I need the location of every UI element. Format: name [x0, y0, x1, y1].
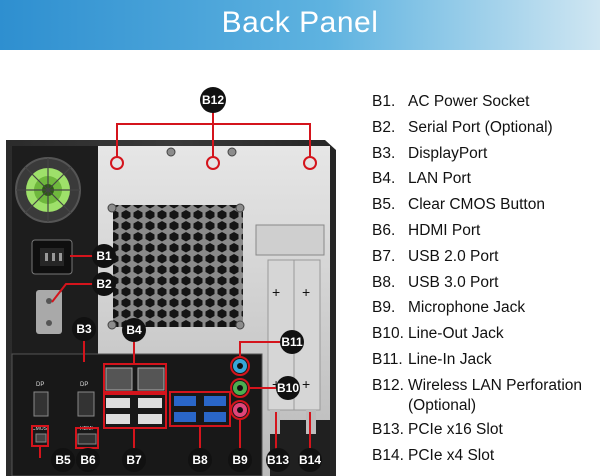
callout-b10: B10	[276, 376, 300, 400]
svg-text:+: +	[272, 376, 280, 392]
legend-item-b7: B7. USB 2.0 Port	[372, 247, 600, 267]
legend-text: Line-In Jack	[408, 350, 492, 368]
legend-code: B11.	[372, 350, 403, 368]
legend-text: Clear CMOS Button	[408, 196, 545, 214]
svg-text:B5: B5	[55, 453, 71, 467]
callout-b1: B1	[92, 244, 116, 268]
legend-item-b4: B4. LAN Port	[372, 169, 600, 189]
legend-item-b8: B8. USB 3.0 Port	[372, 273, 600, 293]
callouts: B12 B1 B2 B3 B4 B11 B10 B5 B6 B7 B8 B9 B…	[51, 87, 322, 472]
legend-text: HDMI Port	[408, 221, 481, 239]
dp-label-right: DP	[80, 382, 88, 388]
ventilation-grille	[113, 205, 243, 327]
legend-item-b11: B11. Line-In Jack	[372, 350, 600, 370]
legend-item-b13: B13. PCIe x16 Slot	[372, 420, 600, 440]
svg-text:B4: B4	[126, 323, 142, 337]
svg-text:B1: B1	[96, 249, 112, 263]
callout-b8: B8	[188, 448, 212, 472]
legend-item-b12: B12. Wireless LAN Perforation (Optional)	[372, 376, 600, 416]
svg-text:B14: B14	[299, 453, 321, 467]
leader-lines	[31, 112, 317, 458]
legend-code: B4.	[372, 170, 396, 188]
callout-b3: B3	[72, 317, 96, 341]
legend-code: B13.	[372, 420, 404, 438]
svg-text:B7: B7	[126, 453, 142, 467]
title-banner: Back Panel	[0, 0, 600, 50]
legend-text: Microphone Jack	[408, 299, 526, 317]
back-panel-diagram: + + + + DP DP CMOS HDMI	[6, 87, 336, 476]
svg-text:B13: B13	[267, 453, 289, 467]
legend-code: B5.	[372, 196, 396, 214]
svg-text:B8: B8	[192, 453, 208, 467]
legend-code: B2.	[372, 118, 396, 136]
legend-text: PCIe x4 Slot	[408, 446, 495, 464]
svg-text:B6: B6	[80, 453, 96, 467]
psu-fan	[15, 157, 81, 223]
legend-code: B3.	[372, 144, 396, 162]
svg-text:+: +	[302, 284, 310, 300]
callout-b4: B4	[122, 318, 146, 342]
legend-item-b3: B3. DisplayPort	[372, 144, 600, 164]
svg-text:B2: B2	[96, 277, 112, 291]
legend-text: USB 3.0 Port	[408, 273, 499, 291]
legend-item-b6: B6. HDMI Port	[372, 221, 600, 241]
legend-text: Serial Port (Optional)	[408, 118, 553, 136]
legend-code: B10.	[372, 325, 404, 343]
svg-text:B9: B9	[232, 453, 248, 467]
legend-code: B14.	[372, 446, 404, 464]
cmos-label: CMOS	[32, 426, 48, 432]
svg-text:+: +	[302, 376, 310, 392]
callout-b11: B11	[280, 330, 304, 354]
legend-code: B7.	[372, 247, 396, 265]
legend-code: B12.	[372, 376, 404, 394]
serial-port-knockout	[36, 290, 62, 334]
callout-b12: B12	[200, 87, 226, 113]
legend-code: B8.	[372, 273, 396, 291]
legend-item-b14: B14. PCIe x4 Slot	[372, 446, 600, 466]
legend-code: B1.	[372, 93, 396, 110]
legend-item-b10: B10. Line-Out Jack	[372, 324, 600, 344]
svg-text:B12: B12	[202, 93, 224, 107]
legend-item-b1: B1. AC Power Socket	[372, 92, 600, 112]
legend-text: Line-Out Jack	[408, 325, 504, 343]
legend-text: LAN Port	[408, 170, 471, 188]
callout-b14: B14	[298, 448, 322, 472]
callout-b13: B13	[266, 448, 290, 472]
legend: B1. AC Power Socket B2. Serial Port (Opt…	[372, 92, 600, 471]
callout-b5: B5	[51, 448, 75, 472]
legend-item-b2: B2. Serial Port (Optional)	[372, 118, 600, 138]
screws	[107, 147, 245, 330]
legend-text: PCIe x16 Slot	[408, 420, 503, 438]
legend-text: DisplayPort	[408, 144, 488, 162]
svg-text:+: +	[272, 284, 280, 300]
callout-b6: B6	[76, 448, 100, 472]
legend-text: Wireless LAN Perforation (Optional)	[408, 376, 583, 414]
svg-text:B10: B10	[277, 381, 299, 395]
legend-code: B6.	[372, 221, 396, 239]
ac-power-socket	[31, 239, 73, 275]
page-title: Back Panel	[221, 6, 379, 39]
dp-label-left: DP	[36, 382, 44, 388]
svg-text:B3: B3	[76, 322, 92, 336]
legend-code: B9.	[372, 299, 396, 317]
legend-item-b9: B9. Microphone Jack	[372, 298, 600, 318]
legend-text: AC Power Socket	[408, 93, 530, 110]
callout-b7: B7	[122, 448, 146, 472]
legend-item-b5: B5. Clear CMOS Button	[372, 195, 600, 215]
callout-b2: B2	[92, 272, 116, 296]
callout-b9: B9	[228, 448, 252, 472]
legend-text: USB 2.0 Port	[408, 247, 499, 265]
svg-text:B11: B11	[281, 335, 303, 349]
